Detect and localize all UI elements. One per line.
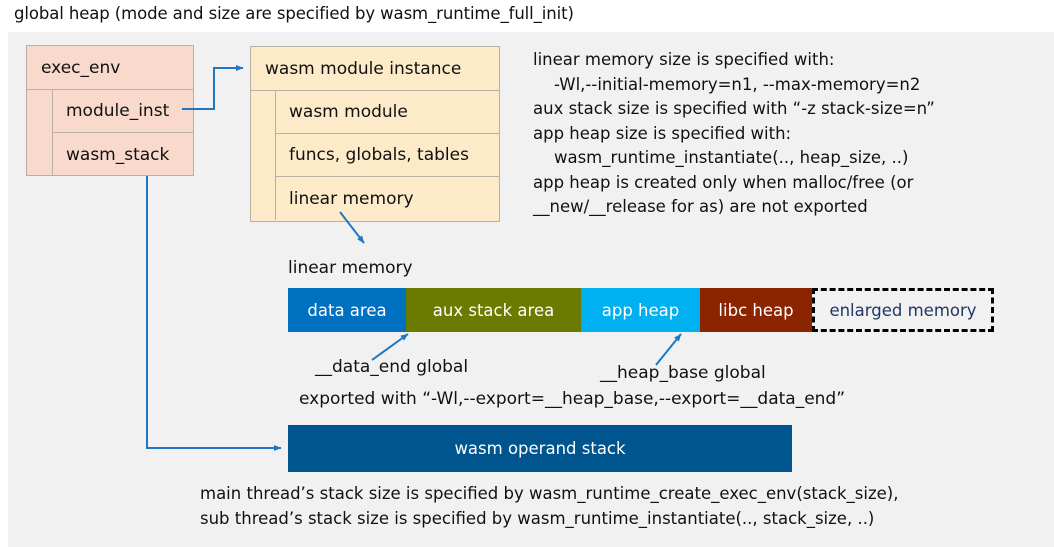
linear-memory-notes: linear memory size is specified with: -W… xyxy=(533,50,935,216)
memory-segment-aux-stack-area: aux stack area xyxy=(406,288,581,332)
annotation-exported-with: exported with “-Wl,--export=__heap_base,… xyxy=(299,389,846,409)
memory-segment-libc-heap: libc heap xyxy=(700,288,812,332)
module-instance-rows: wasm module funcs, globals, tables linea… xyxy=(276,91,499,220)
exec-env-header: exec_env xyxy=(27,46,193,90)
stack-size-notes: main thread’s stack size is specified by… xyxy=(200,484,899,528)
wasm-module-instance-box: wasm module instance wasm module funcs, … xyxy=(250,46,500,222)
exec-env-rows: module_inst wasm_stack xyxy=(53,90,193,176)
module-instance-row-funcs-globals-tables: funcs, globals, tables xyxy=(276,134,499,177)
module-instance-row-wasm-module: wasm module xyxy=(276,91,499,134)
page-title: global heap (mode and size are specified… xyxy=(14,4,574,23)
wasm-operand-stack-box: wasm operand stack xyxy=(288,425,792,472)
annotation-data-end: __data_end global xyxy=(315,357,469,377)
module-instance-body: wasm module funcs, globals, tables linea… xyxy=(251,91,499,220)
memory-segment-enlarged-memory: enlarged memory xyxy=(812,288,994,332)
memory-segment-data-area: data area xyxy=(288,288,406,332)
linear-memory-caption: linear memory xyxy=(288,258,413,278)
exec-env-body: module_inst wasm_stack xyxy=(27,90,193,176)
memory-segment-app-heap: app heap xyxy=(581,288,700,332)
module-instance-row-linear-memory: linear memory xyxy=(289,188,414,209)
linear-memory-bar: data area aux stack area app heap libc h… xyxy=(288,288,994,332)
exec-env-box: exec_env module_inst wasm_stack xyxy=(26,45,194,176)
module-instance-header: wasm module instance xyxy=(251,47,499,91)
exec-env-row-wasm-stack: wasm_stack xyxy=(66,144,170,165)
exec-env-gutter xyxy=(27,90,53,176)
exec-env-row-module-inst: module_inst xyxy=(53,90,193,133)
annotation-heap-base: __heap_base global xyxy=(600,363,766,383)
module-instance-gutter xyxy=(251,91,276,220)
